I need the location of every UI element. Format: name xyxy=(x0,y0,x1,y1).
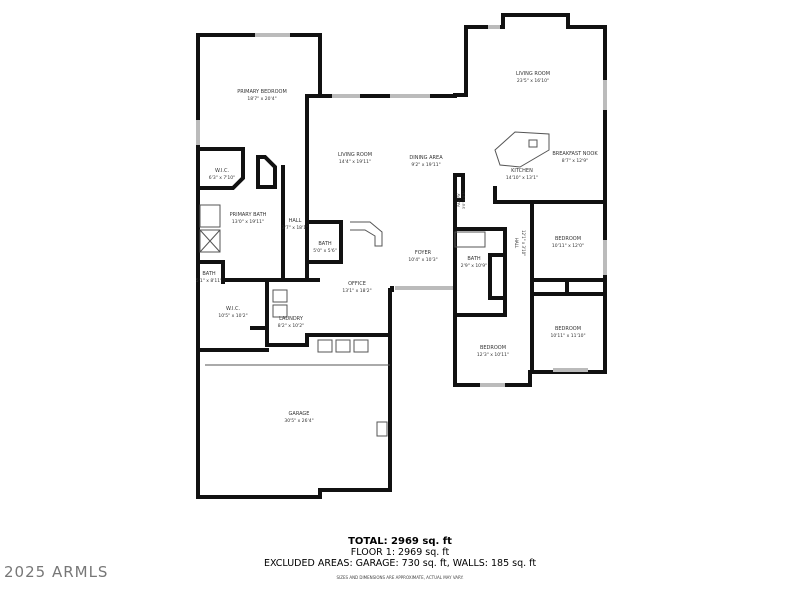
room-name: W.I.C. xyxy=(226,306,241,312)
disclaimer: SIZES AND DIMENSIONS ARE APPROXIMATE, AC… xyxy=(336,575,464,580)
room-dim: 23'5" x 16'10" xyxy=(517,78,549,84)
room-name: DINING AREA xyxy=(409,155,443,161)
room-dim: 3'0" x 4'3" xyxy=(462,190,466,209)
room-dim: 12'3" x 10'11" xyxy=(477,352,509,358)
walls xyxy=(196,13,607,499)
room-name: OFFICE xyxy=(348,281,366,287)
room-dim: 10'5" x 10'2" xyxy=(218,313,247,319)
room-name: HALL xyxy=(514,238,519,249)
floor-area: FLOOR 1: 2969 sq. ft xyxy=(350,547,450,558)
room-name: BEDROOM xyxy=(555,326,581,332)
room-name: BEDROOM xyxy=(555,236,581,242)
room-dim: 10'11" x 11'10" xyxy=(550,333,585,339)
room-dim: 10'4" x 10'3" xyxy=(408,257,437,263)
room-dim: 5'1" x 8'11" xyxy=(196,278,222,284)
room-dim: 8'7" x 12'9" xyxy=(562,158,588,164)
room-dim: 2'9" x 10'9" xyxy=(461,263,487,269)
room-dim: 12'1" x 3'10" xyxy=(521,230,526,256)
room-dim: 13'0" x 19'11" xyxy=(232,219,264,225)
room-dim: 6'3" x 7'10" xyxy=(209,175,235,181)
room-name: BATH xyxy=(467,256,481,262)
room-name: BATH xyxy=(318,241,332,247)
room-name: PRIMARY BATH xyxy=(230,212,267,218)
room-dim: 18'7" x 20'4" xyxy=(247,96,276,102)
total-area: TOTAL: 2969 sq. ft xyxy=(348,536,452,547)
room-name: PANTRY xyxy=(457,192,461,206)
room-name: FOYER xyxy=(415,250,432,256)
room-dim: 3'7" x 18'1" xyxy=(282,225,308,231)
room-name: KITCHEN xyxy=(511,168,533,174)
room-name: LIVING ROOM xyxy=(516,71,550,77)
room-dim: 9'2" x 19'11" xyxy=(411,162,440,168)
room-dim: 14'10" x 13'1" xyxy=(506,175,538,181)
room-name: HALL xyxy=(289,218,302,224)
room-name: LIVING ROOM xyxy=(338,152,372,158)
room-dim: 30'5" x 26'4" xyxy=(284,418,313,424)
area-summary: TOTAL: 2969 sq. ft FLOOR 1: 2969 sq. ft … xyxy=(200,536,600,580)
watermark: 2025 ARMLS xyxy=(4,563,109,581)
room-name: PRIMARY BEDROOM xyxy=(237,89,287,95)
room-name: BATH xyxy=(202,271,216,277)
room-dim: 13'1" x 18'2" xyxy=(342,288,371,294)
room-dim: 5'0" x 5'6" xyxy=(313,248,337,254)
fixtures xyxy=(196,25,607,437)
room-dim: 8'2" x 10'2" xyxy=(278,323,304,329)
room-name: BEDROOM xyxy=(480,345,506,351)
room-name: LAUNDRY xyxy=(279,316,304,322)
room-labels: PRIMARY BEDROOM 18'7" x 20'4" W.I.C. 6'3… xyxy=(196,71,599,424)
room-dim: 14'4" x 19'11" xyxy=(339,159,371,165)
room-name: W.I.C. xyxy=(215,168,230,174)
excluded-areas: EXCLUDED AREAS: GARAGE: 730 sq. ft, WALL… xyxy=(263,558,537,569)
room-name: BREAKFAST NOOK xyxy=(552,151,598,157)
room-dim: 10'11" x 12'0" xyxy=(552,243,584,249)
room-name: GARAGE xyxy=(289,411,310,417)
